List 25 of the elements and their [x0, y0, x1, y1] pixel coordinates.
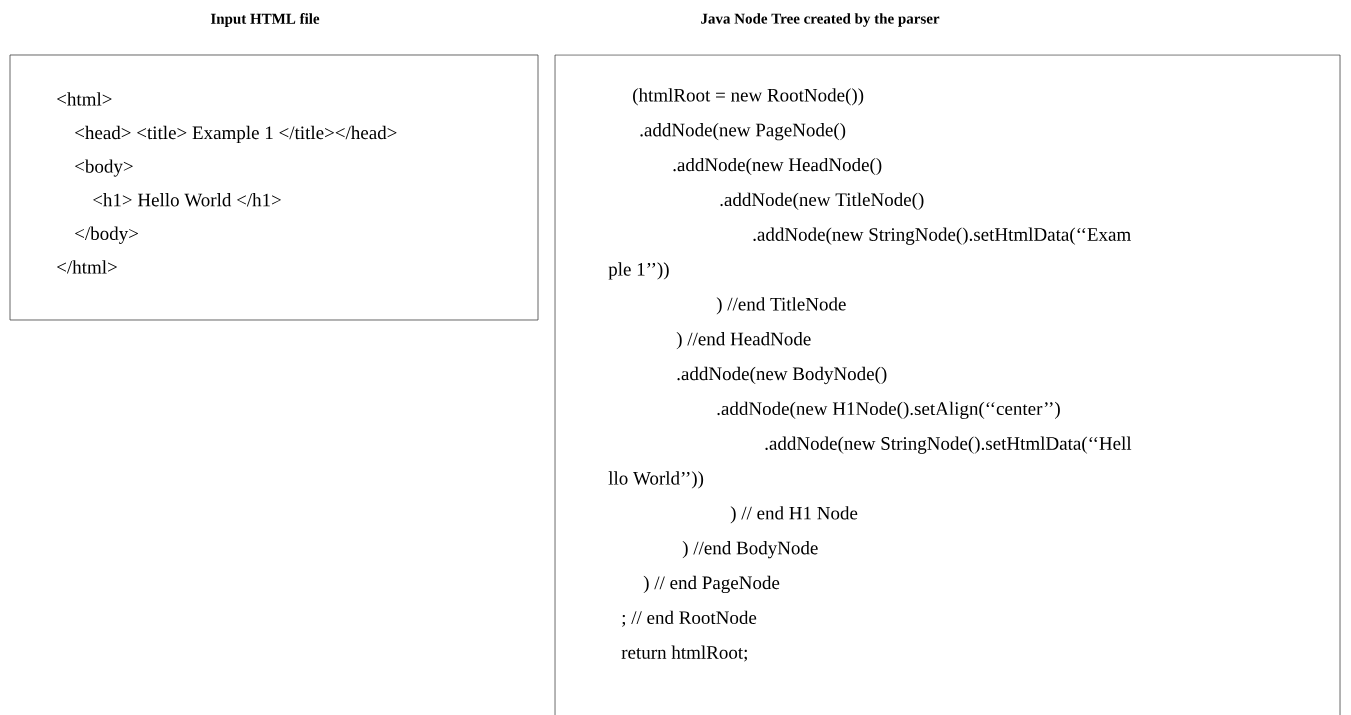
code-line: ) // end PageNode [643, 575, 780, 594]
code-line: .addNode(new HeadNode() [673, 157, 882, 176]
code-line: <head> <title> Example 1 </title></head> [75, 125, 397, 144]
code-line: (htmlRoot = new RootNode()) [633, 88, 864, 106]
code-line: .addNode(new H1Node().setAlign(‘‘center’’) [717, 401, 1060, 419]
code-line: <h1> Hello World </h1> [93, 193, 281, 207]
code-line: <body> [75, 159, 133, 177]
code-line: ) //end BodyNode [682, 541, 818, 559]
code-line: ) //end HeadNode [676, 332, 811, 350]
code-line: ) // end H1 Node [730, 506, 858, 524]
code-line: return htmlRoot; [621, 645, 747, 662]
code-line: </body> [75, 226, 138, 244]
code-line: <html> [57, 92, 112, 106]
panel-heading: Input HTML file [210, 13, 320, 27]
code-line: ple 1’’)) [608, 262, 669, 280]
code-line: .addNode(new StringNode().setHtmlData(‘‘Exam [753, 227, 1131, 245]
code-line: .addNode(new StringNode().setHtmlData(‘‘Hell [765, 436, 1132, 454]
code-line: .addNode(new BodyNode() [677, 366, 887, 385]
code-line: ; // end RootNode [622, 610, 757, 627]
code-line: ) //end TitleNode [716, 297, 846, 315]
code-line: .addNode(new PageNode() [640, 123, 846, 141]
code-line: .addNode(new TitleNode() [720, 192, 924, 210]
code-line: </html> [57, 260, 117, 274]
code-line: llo World’’)) [608, 471, 704, 489]
panel-heading: Java Node Tree created by the parser [701, 13, 940, 27]
